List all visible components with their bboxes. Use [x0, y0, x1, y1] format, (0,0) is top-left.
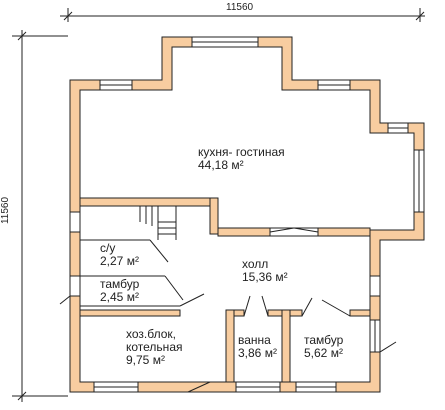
room-area: 3,86 м²	[238, 346, 277, 360]
room-label-vestibule-large: тамбур 5,62 м²	[304, 334, 343, 360]
stairs	[139, 206, 177, 240]
room-name: тамбур	[100, 277, 140, 291]
room-label-kitchen: кухня- гостиная 44,18 м²	[198, 146, 285, 172]
room-area: 2,27 м²	[100, 254, 139, 268]
windows	[69, 36, 425, 393]
room-label-wc: с/у 2,27 м²	[100, 242, 139, 268]
top-dimension-line	[60, 8, 425, 22]
interior-walls	[79, 197, 371, 383]
room-name: хоз.блок,	[126, 327, 176, 341]
room-label-vestibule-small: тамбур 2,45 м²	[100, 278, 139, 304]
room-area: 2,45 м²	[100, 290, 139, 304]
left-dimension-line	[12, 30, 68, 402]
top-dimension-label: 11560	[226, 2, 254, 13]
room-area: 15,36 м²	[242, 270, 288, 284]
door-swings	[59, 227, 397, 393]
exterior-walls	[69, 36, 425, 393]
room-label-utility: хоз.блок, котельная 9,75 м²	[126, 328, 182, 367]
room-area: 9,75 м²	[126, 353, 165, 367]
room-name-2: котельная	[126, 340, 183, 354]
room-name: тамбур	[304, 333, 344, 347]
left-dimension-label: 11560	[0, 196, 12, 225]
partitions	[80, 239, 180, 307]
room-area: 5,62 м²	[304, 346, 343, 360]
room-area: 44,18 м²	[198, 158, 244, 172]
room-label-bath: ванна 3,86 м²	[238, 334, 277, 360]
room-name: ванна	[238, 333, 271, 347]
room-name: холл	[242, 257, 269, 271]
room-label-hall: холл 15,36 м²	[242, 258, 288, 284]
room-name: с/у	[100, 241, 116, 255]
room-name: кухня- гостиная	[198, 145, 285, 159]
